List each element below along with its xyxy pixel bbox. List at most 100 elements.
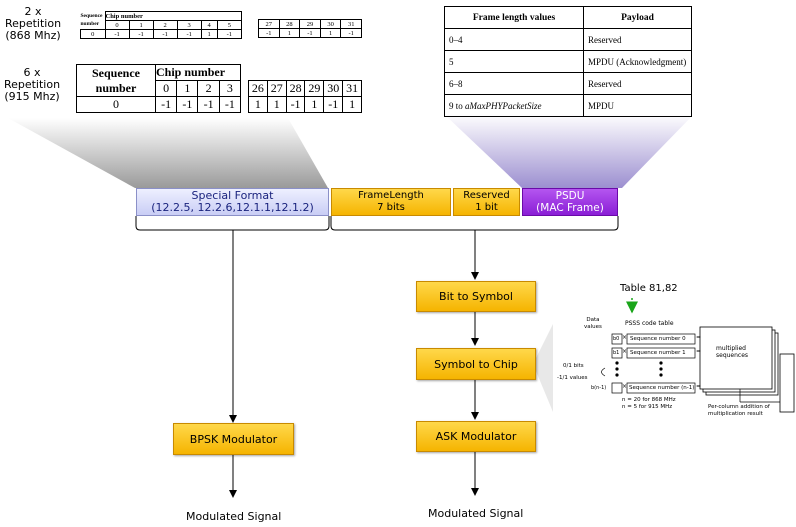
chip868-chip-label: Chip number	[104, 11, 242, 21]
chip915-rh2: 28	[285, 80, 306, 97]
bn-label: b(n-1)	[591, 385, 607, 391]
per-column-line2: multiplication result	[708, 411, 763, 417]
chip915-seq-label1: Sequence	[92, 65, 140, 80]
chip915-rv1: 1	[266, 96, 287, 113]
n-915-label: n = 5 for 915 MHz	[622, 404, 673, 410]
chip915-rv5: 1	[342, 96, 362, 113]
chip868-rv4: -1	[340, 28, 362, 38]
frame-framelength-field: FrameLength 7 bits	[331, 188, 451, 216]
chip915-seq-label2: number	[95, 80, 137, 95]
chip915-v2: -1	[197, 96, 220, 113]
chip868-rv0: -1	[258, 28, 280, 38]
chip915-chip-label: Chip number	[155, 64, 241, 81]
special-format-title: Special Format	[191, 189, 274, 202]
chip868-seq-label2: number	[80, 21, 100, 28]
n-868-label: n = 20 for 868 MHz	[622, 397, 676, 403]
chip-table-868-left: Sequence number Chip number 0 1 2 3 4 5 …	[80, 11, 243, 39]
framelength-title: FrameLength	[358, 190, 424, 201]
chip868-v0: -1	[104, 29, 130, 39]
chip915-h3: 3	[218, 80, 242, 97]
chip868-rv3: 1	[319, 28, 342, 38]
special-format-refs: (12.2.5, 12.2.6,12.1.1,12.1.2)	[151, 201, 314, 214]
frame-table-r3-param: aMaxPHYPacketSize	[465, 100, 542, 111]
repetition-915-freq: (915 Mhz)	[4, 90, 60, 103]
modulated-signal-left: Modulated Signal	[186, 510, 282, 523]
chip915-rv3: 1	[304, 96, 325, 113]
chip915-v1: -1	[176, 96, 199, 113]
repetition-868-label: 2 x Repetition (868 Mhz)	[2, 6, 64, 42]
chip915-v0: -1	[154, 96, 178, 113]
per-column-label: Per-column addition of multiplication re…	[708, 404, 770, 418]
chip868-h2: 2	[152, 20, 178, 30]
frame-table-r0c1: Reserved	[583, 28, 692, 51]
chip868-seq-value: 0	[80, 29, 106, 39]
chip915-rh1: 27	[266, 80, 287, 97]
eq-n: =	[696, 383, 702, 390]
chip915-h2: 2	[197, 80, 220, 97]
bpsk-modulator-block: BPSK Modulator	[173, 423, 294, 455]
chip868-v4: 1	[200, 29, 218, 39]
chip868-h5: 5	[216, 20, 243, 30]
chip868-rh2: 29	[299, 19, 321, 29]
bits-label: 0/1 bits	[563, 363, 584, 369]
repetition-868-freq: (868 Mhz)	[5, 29, 61, 42]
data-values-line1: Data	[586, 317, 600, 323]
frame-table-r2c1: Reserved	[583, 72, 692, 95]
eq-1: =	[696, 348, 702, 355]
brace-right	[330, 216, 619, 231]
eq-0: =	[696, 334, 702, 341]
chip915-rh0: 26	[248, 80, 268, 97]
framelength-bits: 7 bits	[377, 202, 405, 213]
frame-table-r3c0: 9 to aMaxPHYPacketSize	[444, 94, 584, 117]
chip868-rv1: 1	[278, 28, 301, 38]
chip868-v2: -1	[152, 29, 178, 39]
bit-to-symbol-block: Bit to Symbol	[416, 281, 536, 312]
per-column-line1: Per-column addition of	[708, 404, 770, 410]
frame-table-header-payload: Payload	[583, 6, 692, 29]
seqn-label: Sequence number (n-1)	[629, 385, 695, 391]
zoom-funnel-right	[444, 114, 694, 188]
chip915-h1: 1	[176, 80, 199, 97]
values-label: -1/1 values	[557, 375, 588, 381]
repetition-868-word: Repetition	[4, 17, 62, 30]
chip-table-915-left: Sequence number Chip number 0 1 2 3 0 -1…	[76, 64, 242, 113]
chip-table-868-right: 27 28 29 30 31 -1 1 -1 1 -1	[258, 19, 362, 38]
frame-length-table: Frame length values Payload 0–4 Reserved…	[444, 6, 692, 117]
frame-table-r1c0: 5	[444, 50, 584, 73]
repetition-868-count: 2 x	[24, 5, 42, 18]
chip868-h1: 1	[128, 20, 154, 30]
multiplied-label: multiplied sequences	[716, 345, 748, 359]
frame-psdu-field: PSDU (MAC Frame)	[522, 188, 618, 216]
multiplied-line1: multiplied	[716, 345, 746, 352]
chip915-seq-value: 0	[76, 96, 156, 113]
reserved-bits: 1 bit	[475, 202, 498, 213]
repetition-915-count: 6 x	[23, 66, 41, 79]
chip868-rh1: 28	[278, 19, 301, 29]
chip915-rv4: -1	[323, 96, 344, 113]
frame-table-r1c1: MPDU (Acknowledgment)	[583, 50, 692, 73]
chip915-v3: -1	[218, 96, 242, 113]
chip868-rh0: 27	[258, 19, 280, 29]
psss-code-table-label: PSSS code table	[625, 320, 674, 327]
chip915-rh4: 30	[323, 80, 344, 97]
frame-special-format: Special Format (12.2.5, 12.2.6,12.1.1,12…	[136, 188, 329, 216]
chip868-seq-label1: Sequence	[80, 13, 103, 20]
times-1: ×	[622, 348, 628, 355]
chip868-h0: 0	[104, 20, 130, 30]
frame-table-r0c0: 0–4	[444, 28, 584, 51]
repetition-915-word: Repetition	[3, 78, 61, 91]
frame-table-r3c1: MPDU	[583, 94, 692, 117]
chip868-h4: 4	[200, 20, 218, 30]
psdu-sub: (MAC Frame)	[536, 202, 604, 214]
chip-table-915-right: 26 27 28 29 30 31 1 1 -1 1 -1 1	[248, 80, 362, 113]
seq0-label: Sequence number 0	[630, 336, 686, 342]
data-values-line2: values	[584, 324, 602, 330]
frame-table-r2c0: 6–8	[444, 72, 584, 95]
chip915-rv2: -1	[285, 96, 306, 113]
repetition-915-label: 6 x Repetition (915 Mhz)	[0, 67, 64, 103]
chip915-rv0: 1	[248, 96, 268, 113]
chip868-v3: -1	[176, 29, 202, 39]
multiplied-line2: sequences	[716, 352, 749, 359]
chip868-v1: -1	[128, 29, 154, 39]
